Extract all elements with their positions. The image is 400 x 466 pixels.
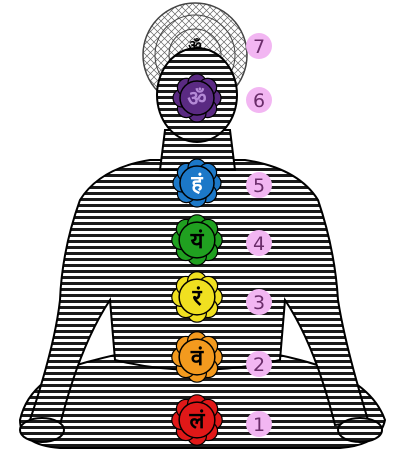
- chakra-symbol: लं: [189, 409, 206, 434]
- chakra-disc: [178, 338, 216, 376]
- badge-circle: [246, 289, 272, 315]
- chakra-number: 5: [253, 175, 265, 197]
- chakra-disc: [178, 401, 216, 439]
- chakra-4: यं: [171, 214, 223, 266]
- chakra-number: 7: [253, 36, 265, 58]
- chakra-symbol: वं: [190, 346, 204, 371]
- chakra-number-badge: 3: [246, 289, 272, 315]
- chakra-5: हं: [172, 158, 222, 208]
- chakra-6: ॐ: [172, 73, 222, 123]
- badge-circle: [246, 172, 272, 198]
- chakra-1: लं: [171, 394, 223, 446]
- chakra-number: 4: [253, 233, 265, 255]
- badge-circle: [246, 411, 272, 437]
- badge-circle: [246, 87, 272, 113]
- chakra-disc: [179, 80, 215, 116]
- badge-circle: [246, 230, 272, 256]
- chakra-3: रं: [171, 271, 223, 323]
- chakra-symbol: हं: [190, 172, 203, 196]
- chakra-symbol: ॐ: [187, 87, 206, 111]
- chakra-disc: [178, 278, 216, 316]
- chakra-number: 3: [253, 292, 265, 314]
- chakra-number-badge: 1: [246, 411, 272, 437]
- chakra-number-badge: 4: [246, 230, 272, 256]
- chakra-disc: [179, 165, 215, 201]
- chakra-symbol: यं: [190, 229, 205, 254]
- chakra-number: 1: [253, 414, 265, 436]
- chakra-symbol: ॐ: [188, 37, 202, 54]
- chakra-number-badge: 7: [246, 33, 272, 59]
- chakra-number-badge: 6: [246, 87, 272, 113]
- chakra-number: 6: [253, 90, 265, 112]
- chakra-symbol: रं: [191, 286, 202, 311]
- chakra-7: ॐ: [188, 37, 202, 54]
- badge-circle: [246, 33, 272, 59]
- chakra-number-badge: 2: [246, 351, 272, 377]
- chakra-number: 2: [253, 354, 265, 376]
- chakra-2: वं: [171, 331, 223, 383]
- chakra-number-badge: 5: [246, 172, 272, 198]
- badge-circle: [246, 351, 272, 377]
- chakra-disc: [178, 221, 216, 259]
